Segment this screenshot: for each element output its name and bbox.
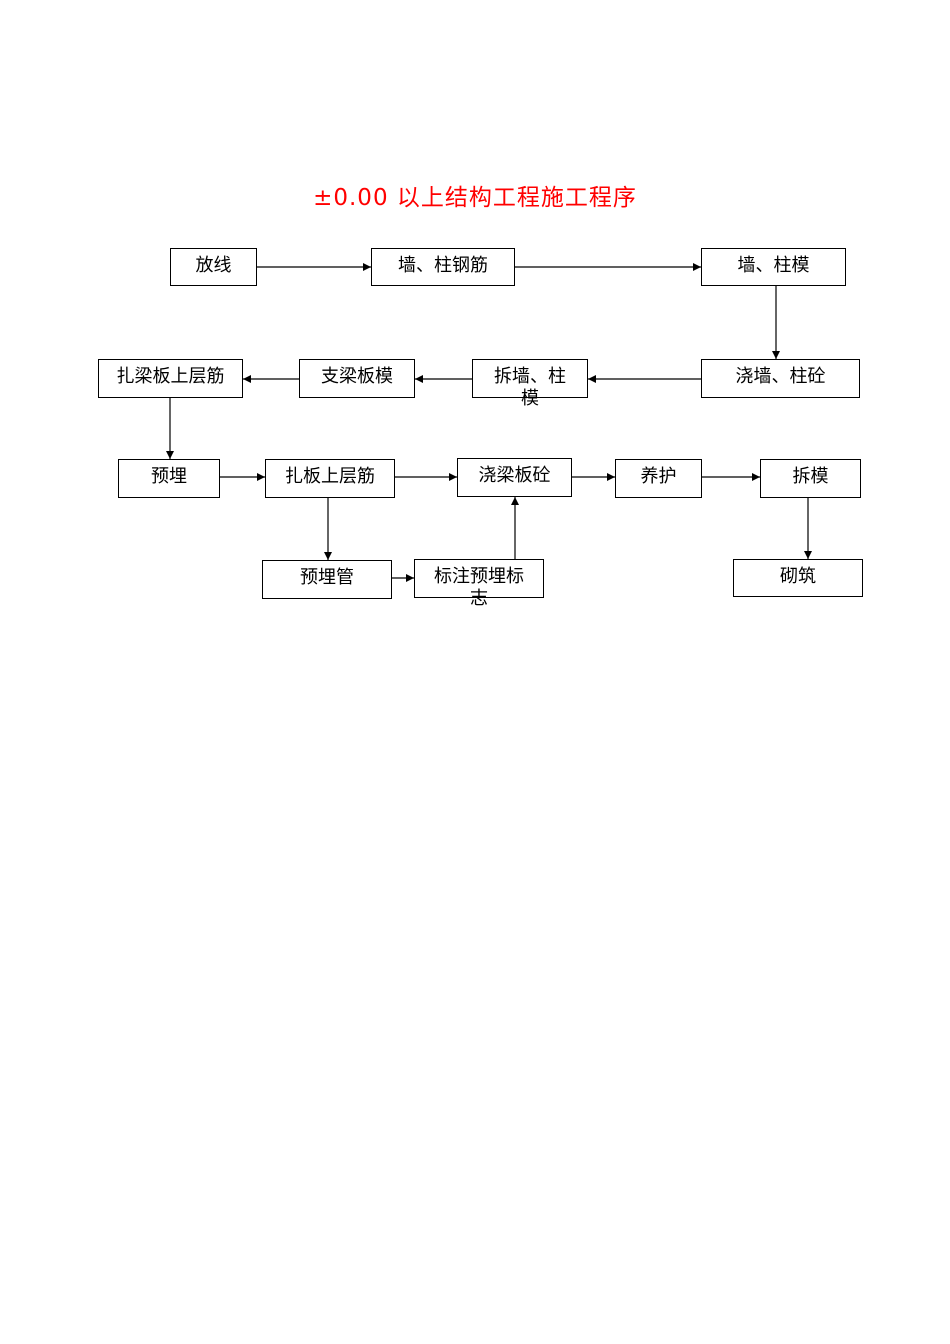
node-za-liang-ban-shangceng-jin: 扎梁板上层筋 [98,359,243,398]
node-label: 墙、柱钢筋 [398,255,488,276]
node-yumai: 预埋 [118,459,220,498]
node-qiang-zhu-mo: 墙、柱模 [701,248,846,286]
node-label: 养护 [640,466,677,487]
node-biaozhu-yumai-biaozhi: 标注预埋标志 [414,559,544,609]
node-yumai-guan: 预埋管 [262,560,392,599]
node-chaimo: 拆模 [760,459,861,498]
node-jiao-liang-ban-tong: 浇梁板砼 [457,458,572,497]
node-zhi-liang-ban-mo: 支梁板模 [299,359,415,398]
node-qiang-zhu-gangjin: 墙、柱钢筋 [371,248,515,286]
node-za-ban-shangceng-jin: 扎板上层筋 [265,459,395,498]
node-label: 支梁板模 [321,366,393,387]
node-label: 拆模 [792,466,829,487]
node-jiao-qiang-zhu-tong: 浇墙、柱砼 [701,359,860,398]
node-label: 浇梁板砼 [478,465,551,486]
node-fangxian: 放线 [170,248,257,286]
node-yanghu: 养护 [615,459,702,498]
node-label: 预埋 [151,466,187,487]
node-label: 浇墙、柱砼 [735,366,826,387]
node-label: 扎梁板上层筋 [116,366,225,387]
node-label: 拆墙、柱模 [494,366,566,409]
page-title: ±0.00 以上结构工程施工程序 [313,185,637,211]
node-label: 预埋管 [300,567,354,588]
node-label: 墙、柱模 [737,255,810,276]
node-label: 放线 [195,255,232,276]
node-qizhu: 砌筑 [733,559,863,597]
node-label: 砌筑 [780,566,816,587]
node-label: 扎板上层筋 [285,466,375,487]
node-chai-qiang-zhu-mo: 拆墙、柱模 [472,359,588,409]
node-label: 标注预埋标志 [434,566,524,609]
